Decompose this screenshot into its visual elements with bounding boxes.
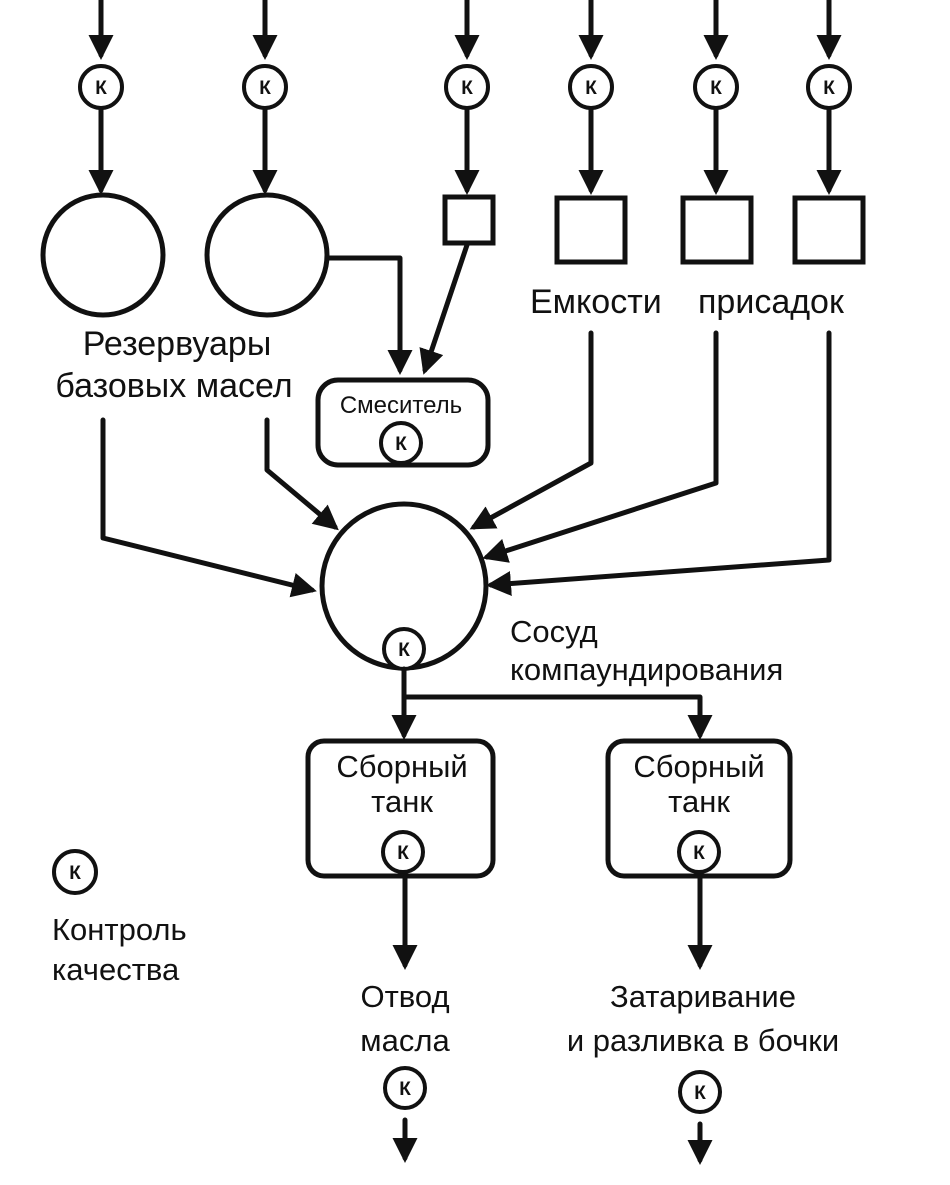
qc-circle-input-1: К <box>78 64 124 110</box>
additive-tank-3 <box>792 195 866 265</box>
reservoirs-label-line2: базовых масел <box>55 367 292 405</box>
flow-additive3-to-vessel <box>486 330 832 596</box>
legend-label-line2: качества <box>52 952 180 987</box>
vessel-label-line2: компаундирования <box>510 652 783 687</box>
oil-outlet-label-line1: Отвод <box>360 979 449 1014</box>
additive-tank-small <box>442 194 496 246</box>
flow-reservoir2-to-mixer <box>324 255 413 375</box>
legend: К Контроль качества <box>52 849 187 987</box>
qc-circle-vessel: К <box>382 627 426 671</box>
collector-tank-2-label-line1: Сборный <box>633 749 764 784</box>
qc-symbol: К <box>461 78 473 99</box>
qc-symbol: К <box>694 1083 706 1104</box>
collector-tank-1 <box>305 738 496 879</box>
qc-circle-input-5: К <box>693 64 739 110</box>
qc-symbol: К <box>69 863 81 884</box>
qc-circle-input-6: К <box>806 64 852 110</box>
flow-small-tank-to-mixer <box>419 242 470 375</box>
mixer-label: Смеситель <box>340 392 462 419</box>
qc-circle-packaging: К <box>678 1070 722 1114</box>
qc-symbol: К <box>710 78 722 99</box>
additive-tank-1 <box>554 195 628 265</box>
flow-reservoir1-to-vessel <box>100 417 317 598</box>
flow-additive1-to-vessel <box>469 330 594 530</box>
packaging-label-line1: Затаривание <box>610 979 796 1014</box>
flow-vessel-to-tank2 <box>401 694 713 740</box>
base-oil-reservoir-2 <box>204 192 330 318</box>
additive-tank-2 <box>680 195 754 265</box>
oil-outlet-label-line2: масла <box>360 1023 450 1058</box>
qc-symbol: К <box>399 1079 411 1100</box>
collector-tank-1-label-line2: танк <box>371 784 433 819</box>
input-lines <box>88 0 842 195</box>
base-oil-reservoir-1 <box>40 192 166 318</box>
qc-symbol: К <box>259 78 271 99</box>
flow-reservoir2-to-vessel <box>264 417 339 531</box>
qc-circle-tank-2: К <box>677 830 721 874</box>
collector-tank-1-label-line1: Сборный <box>336 749 467 784</box>
additive-tanks-label-part1: Емкости <box>530 283 662 321</box>
qc-circle-legend: К <box>52 849 98 895</box>
legend-label-line1: Контроль <box>52 912 187 947</box>
qc-circle-tank-1: К <box>381 830 425 874</box>
qc-symbol: К <box>398 640 410 661</box>
qc-symbol: К <box>823 78 835 99</box>
qc-circle-input-4: К <box>568 64 614 110</box>
qc-circle-input-2: К <box>242 64 288 110</box>
qc-symbol: К <box>397 843 409 864</box>
packaging-label-line2: и разливка в бочки <box>567 1023 839 1058</box>
additive-tanks-label-part2: присадок <box>698 283 845 321</box>
collector-tank-2-label-line2: танк <box>668 784 730 819</box>
reservoirs-label-line1: Резервуары <box>83 325 272 363</box>
flow-additive2-to-vessel <box>482 330 719 563</box>
qc-symbol: К <box>585 78 597 99</box>
qc-symbol: К <box>95 78 107 99</box>
qc-symbol: К <box>395 434 407 455</box>
qc-circle-outlet: К <box>383 1066 427 1110</box>
qc-circle-input-3: К <box>444 64 490 110</box>
qc-circle-mixer: К <box>379 421 423 465</box>
vessel-label-line1: Сосуд <box>510 614 598 649</box>
qc-symbol: К <box>693 843 705 864</box>
